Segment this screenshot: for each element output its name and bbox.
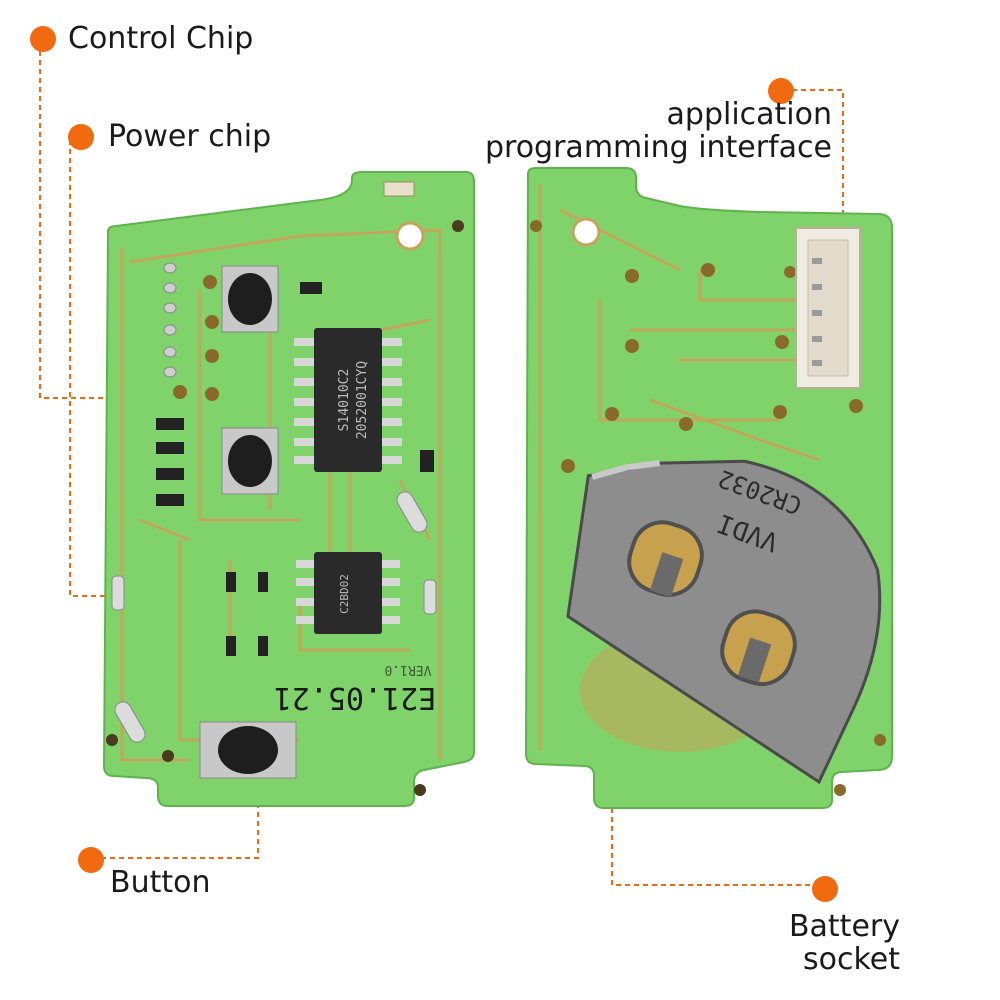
button-graphic <box>199 721 297 779</box>
callout-line-button <box>92 770 259 859</box>
callout-dot-api <box>768 78 794 104</box>
label-api-line2: programming interface <box>484 130 832 165</box>
main-chip-marking-2: 2052001CYQ <box>355 361 370 439</box>
pcb-date-marking: E21.05.21 <box>274 680 437 715</box>
label-api-line1: application <box>666 97 832 132</box>
power-chip-graphic <box>296 552 400 634</box>
label-button: Button <box>110 865 211 900</box>
api-connector-graphic <box>795 227 861 389</box>
callout-line-api <box>783 89 844 230</box>
label-battery-socket: Battery socket <box>789 910 900 976</box>
pcb-back <box>524 167 893 809</box>
callout-dot-button <box>78 847 104 873</box>
callout-line-battery <box>611 790 822 886</box>
small-chip-marking: C2BD02 <box>338 574 351 614</box>
battery-socket-graphic <box>566 459 882 785</box>
label-power-chip: Power chip <box>108 119 272 154</box>
label-control-chip: Control Chip <box>68 21 254 56</box>
label-battery-line2: socket <box>802 942 900 977</box>
callout-dot-control-chip <box>30 26 56 52</box>
pcb-front <box>102 171 475 807</box>
label-api: application programming interface <box>485 98 832 164</box>
callout-dot-power-chip <box>68 124 94 150</box>
pcb-version-marking: VER1.0 <box>385 662 432 677</box>
callout-dot-battery <box>812 876 838 902</box>
control-chip-graphic <box>294 328 402 472</box>
main-chip-marking-1: S14010C2 <box>337 369 352 432</box>
tactile-switch-top <box>221 265 279 333</box>
label-battery-line1: Battery <box>788 909 900 944</box>
tactile-switch-middle <box>221 427 279 495</box>
